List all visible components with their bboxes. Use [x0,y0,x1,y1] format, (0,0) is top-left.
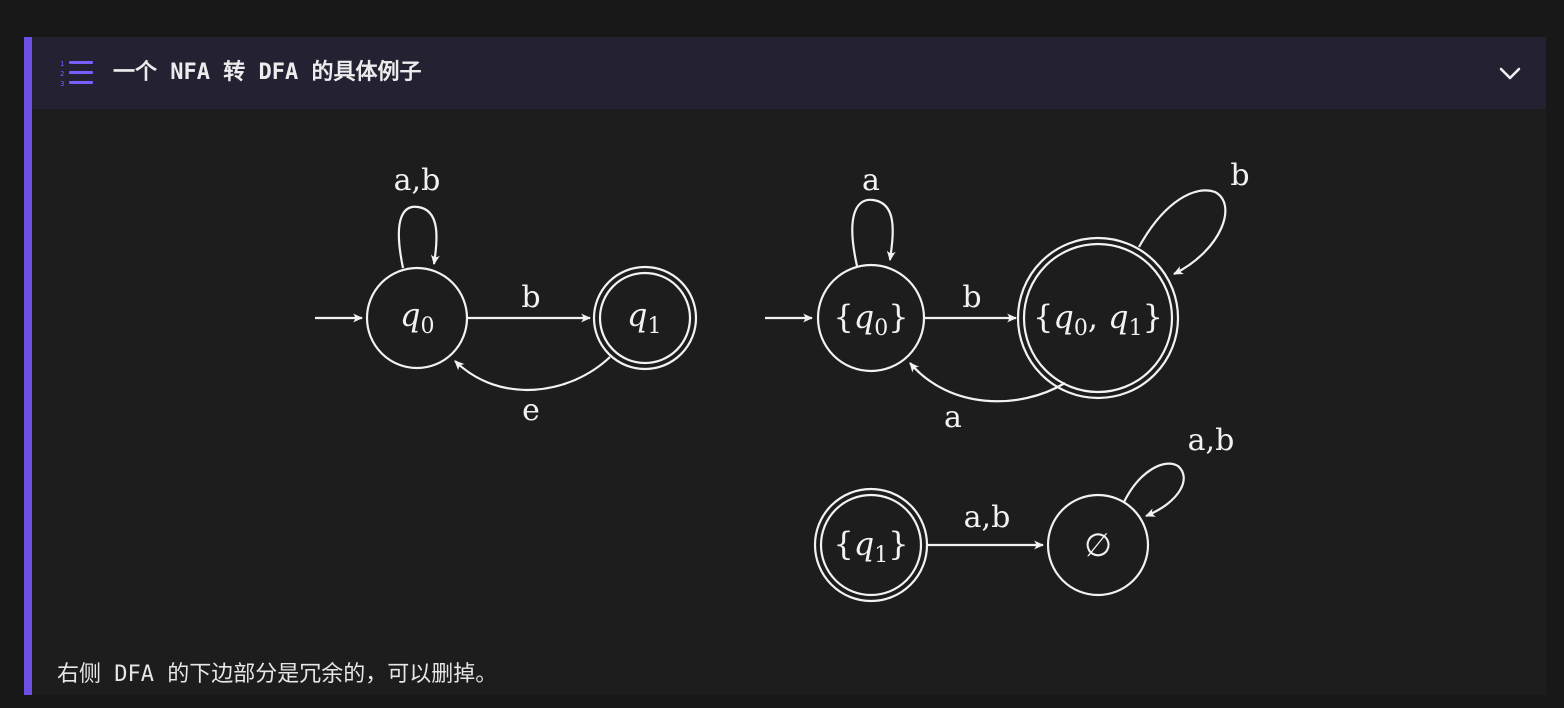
dfa-edge-label-b: b [962,280,981,315]
callout-header[interactable]: 1 2 3 一个 NFA 转 DFA 的具体例子 [32,37,1546,109]
nfa-state-q1-inner [598,271,692,365]
callout-accent-bar [24,37,32,695]
svg-text:3: 3 [60,80,64,88]
nfa-edge-label-ab: a,b [394,163,441,198]
callout-body-text: 右侧 DFA 的下边部分是冗余的，可以删掉。 [57,662,498,687]
callout-block: 1 2 3 一个 NFA 转 DFA 的具体例子 右侧 DFA 的下边部分是冗余… [24,37,1546,695]
dfa-edge-q0q1-self [1138,189,1227,275]
dfa-state-q1 [813,487,929,603]
numbered-list-icon: 1 2 3 [60,60,93,88]
nfa-edge-label-e: e [522,393,540,428]
chevron-down-icon[interactable] [1496,59,1524,87]
dfa-edge-q0-self [851,198,896,267]
dfa-edge-q0q1-q0 [909,362,1066,403]
dfa-edge-empty-self [1123,462,1185,518]
nfa-label-q0: q0 [400,296,434,339]
dfa-edge-label-ab: a,b [964,500,1011,535]
nfa-edge-q1-q0 [454,356,611,391]
dfa-state-q0 [816,263,926,373]
dfa-label-q0q1: {q0, q1} [1033,298,1163,341]
dfa-edge-label-ab-self: a,b [1188,423,1235,458]
dfa-state-q0q1-inner [1022,242,1174,394]
dfa-state-q1-inner [819,493,923,597]
dfa-state-q0q1 [1016,236,1180,400]
dfa-edge-label-a: a [944,400,962,435]
nfa-label-q1: q1 [627,296,661,339]
nfa-edge-label-b: b [521,280,540,315]
nfa-edge-q0-self [397,205,440,269]
nfa-state-q0 [365,266,469,370]
dfa-label-q1: {q1} [833,525,908,568]
dfa-edge-label-b-self: b [1230,158,1249,193]
dfa-label-q0: {q0} [833,298,908,341]
svg-text:2: 2 [60,70,64,78]
dfa-edge-label-a-self: a [862,163,880,198]
svg-text:1: 1 [60,60,64,68]
nfa-state-q1 [592,265,698,371]
callout-title: 一个 NFA 转 DFA 的具体例子 [113,60,422,85]
dfa-label-empty: ∅ [1084,526,1112,564]
dfa-state-empty [1046,493,1150,597]
